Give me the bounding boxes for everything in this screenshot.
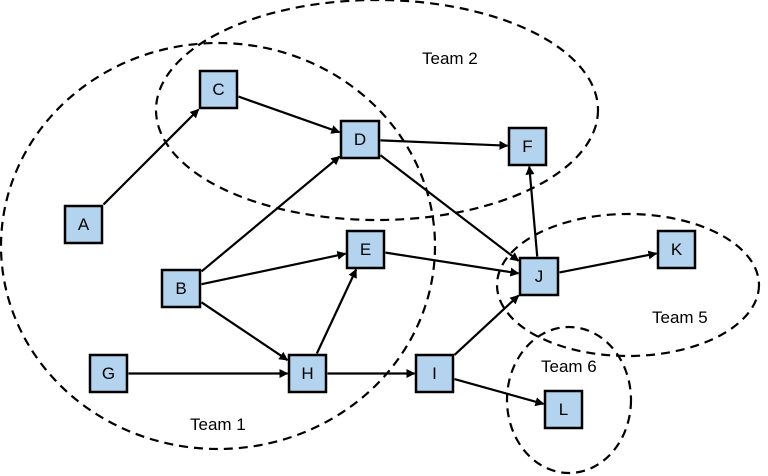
node-a-label: A <box>78 215 90 234</box>
edge-d-to-f <box>380 139 509 150</box>
node-a[interactable]: A <box>63 204 104 245</box>
team-2-boundary <box>154 0 600 222</box>
edge-i-to-j <box>453 294 520 356</box>
node-e-label: E <box>360 240 371 259</box>
node-i-label: I <box>432 364 437 383</box>
node-j-label: J <box>535 267 544 286</box>
team-6-label: Team 6 <box>541 357 597 376</box>
edge-b-to-d <box>200 155 341 273</box>
node-k[interactable]: K <box>656 229 697 270</box>
edge-h-to-e <box>315 268 358 354</box>
node-d-label: D <box>354 130 366 149</box>
team-6-boundary <box>505 325 633 475</box>
node-k-label: K <box>671 240 683 259</box>
node-c[interactable]: C <box>198 69 239 110</box>
node-e[interactable]: E <box>345 229 386 270</box>
node-b-label: B <box>175 279 186 298</box>
node-d[interactable]: D <box>339 119 381 160</box>
node-g-label: G <box>102 364 115 383</box>
node-j[interactable]: J <box>518 256 560 297</box>
team-5-boundary <box>495 212 761 358</box>
node-h[interactable]: H <box>287 353 328 394</box>
edges <box>102 95 658 407</box>
node-c-label: C <box>212 80 224 99</box>
team-1-label: Team 1 <box>190 415 246 434</box>
edge-b-to-e <box>201 251 347 286</box>
node-i[interactable]: I <box>414 353 455 394</box>
node-b[interactable]: B <box>160 268 202 309</box>
team-1-boundary <box>0 41 437 451</box>
node-g[interactable]: G <box>88 353 129 394</box>
node-h-label: H <box>301 364 313 383</box>
edge-j-to-k <box>559 250 658 274</box>
edge-d-to-j <box>379 154 520 262</box>
node-l[interactable]: L <box>543 389 584 430</box>
edge-a-to-c <box>102 108 200 206</box>
team-2-label: Team 2 <box>422 49 478 68</box>
node-f[interactable]: F <box>507 126 548 167</box>
team-5-label: Team 5 <box>652 308 708 327</box>
edge-i-to-l <box>454 378 545 407</box>
edge-b-to-h <box>200 301 289 361</box>
node-l-label: L <box>559 400 568 419</box>
edge-c-to-d <box>238 95 341 134</box>
edge-e-to-j <box>385 251 520 277</box>
edge-j-to-f <box>525 165 539 257</box>
node-f-label: F <box>522 137 532 156</box>
